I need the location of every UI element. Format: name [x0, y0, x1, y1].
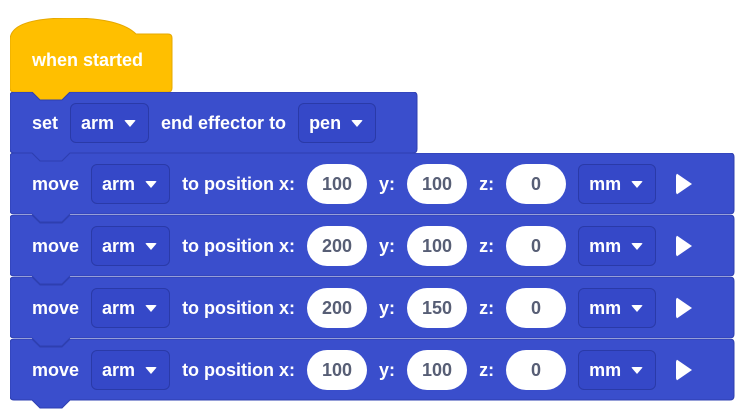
unit-dropdown-value: mm: [589, 359, 622, 380]
chevron-down-icon: [631, 366, 644, 374]
play-arrow-icon[interactable]: [676, 359, 693, 381]
effector-dropdown[interactable]: pen: [298, 103, 377, 143]
device-dropdown[interactable]: arm: [91, 164, 171, 204]
unit-dropdown-value: mm: [589, 173, 622, 194]
set-end-effector-block[interactable]: set arm end effector to pen: [10, 92, 418, 162]
position-z-label: z:: [479, 173, 495, 194]
unit-dropdown[interactable]: mm: [578, 350, 657, 390]
play-arrow-icon[interactable]: [676, 173, 693, 195]
x-input[interactable]: 200: [307, 288, 368, 328]
z-input[interactable]: 0: [506, 164, 567, 204]
end-effector-label: end effector to: [161, 112, 287, 133]
position-x-label: to position x:: [182, 359, 296, 380]
device-dropdown-value: arm: [81, 112, 115, 133]
position-z-label: z:: [479, 359, 495, 380]
position-x-label: to position x:: [182, 173, 296, 194]
device-dropdown[interactable]: arm: [91, 288, 171, 328]
z-input[interactable]: 0: [506, 288, 567, 328]
move-to-position-block[interactable]: move arm to position x: 200 y: 100 z: 0 …: [10, 215, 735, 285]
chevron-down-icon: [631, 304, 644, 312]
when-started-hat-block[interactable]: when started: [10, 18, 173, 101]
unit-dropdown-value: mm: [589, 235, 622, 256]
chevron-down-icon: [351, 119, 364, 127]
effector-dropdown-value: pen: [309, 112, 342, 133]
device-dropdown-value: arm: [102, 359, 136, 380]
device-dropdown-value: arm: [102, 235, 136, 256]
device-dropdown-value: arm: [102, 173, 136, 194]
x-input[interactable]: 100: [307, 350, 368, 390]
y-input[interactable]: 100: [407, 164, 468, 204]
y-input[interactable]: 100: [407, 226, 468, 266]
chevron-down-icon: [145, 180, 158, 188]
unit-dropdown-value: mm: [589, 297, 622, 318]
position-x-label: to position x:: [182, 297, 296, 318]
position-y-label: y:: [379, 173, 396, 194]
y-input[interactable]: 150: [407, 288, 468, 328]
move-to-position-block[interactable]: move arm to position x: 100 y: 100 z: 0 …: [10, 153, 735, 223]
move-to-position-block[interactable]: move arm to position x: 200 y: 150 z: 0 …: [10, 277, 735, 347]
device-dropdown-value: arm: [102, 297, 136, 318]
position-y-label: y:: [379, 235, 396, 256]
position-z-label: z:: [479, 297, 495, 318]
move-keyword: move: [32, 235, 80, 256]
play-arrow-icon[interactable]: [676, 235, 693, 257]
hat-block-label: when started: [32, 50, 144, 70]
y-input[interactable]: 100: [407, 350, 468, 390]
unit-dropdown[interactable]: mm: [578, 164, 657, 204]
z-input[interactable]: 0: [506, 226, 567, 266]
play-arrow-icon[interactable]: [676, 297, 693, 319]
device-dropdown[interactable]: arm: [70, 103, 150, 143]
move-to-position-block[interactable]: move arm to position x: 100 y: 100 z: 0 …: [10, 339, 735, 409]
position-y-label: y:: [379, 359, 396, 380]
chevron-down-icon: [124, 119, 137, 127]
z-input[interactable]: 0: [506, 350, 567, 390]
device-dropdown[interactable]: arm: [91, 350, 171, 390]
position-x-label: to position x:: [182, 235, 296, 256]
move-keyword: move: [32, 297, 80, 318]
set-keyword: set: [32, 112, 59, 133]
chevron-down-icon: [145, 304, 158, 312]
chevron-down-icon: [145, 366, 158, 374]
move-keyword: move: [32, 359, 80, 380]
unit-dropdown[interactable]: mm: [578, 226, 657, 266]
chevron-down-icon: [631, 180, 644, 188]
chevron-down-icon: [145, 242, 158, 250]
x-input[interactable]: 100: [307, 164, 368, 204]
device-dropdown[interactable]: arm: [91, 226, 171, 266]
position-z-label: z:: [479, 235, 495, 256]
position-y-label: y:: [379, 297, 396, 318]
unit-dropdown[interactable]: mm: [578, 288, 657, 328]
move-keyword: move: [32, 173, 80, 194]
chevron-down-icon: [631, 242, 644, 250]
x-input[interactable]: 200: [307, 226, 368, 266]
